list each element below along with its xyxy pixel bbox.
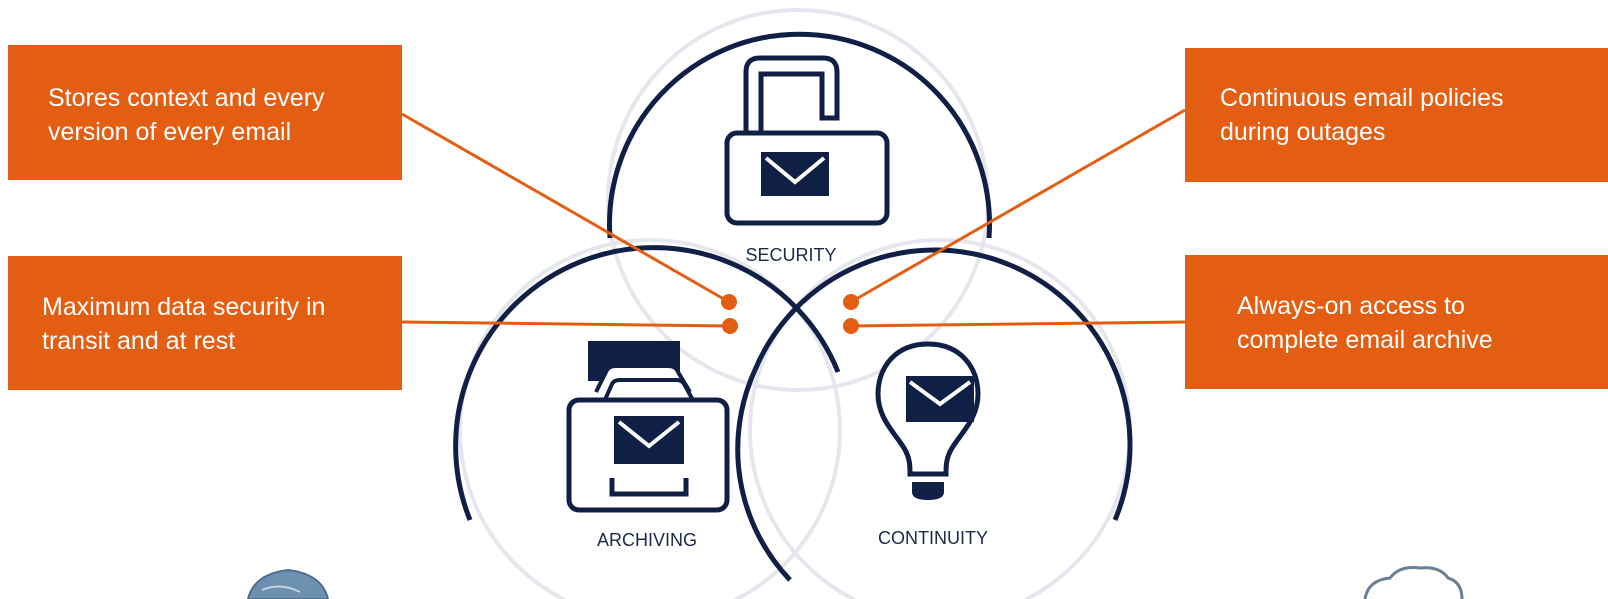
connector-dot bbox=[843, 318, 859, 334]
callout-text: Always-on access to complete email archi… bbox=[1237, 292, 1493, 354]
security-circle: SECURITY bbox=[607, 31, 992, 265]
cloud-icon bbox=[1363, 566, 1464, 599]
archiving-label: ARCHIVING bbox=[597, 530, 697, 550]
callout-text: Stores context and every version of ever… bbox=[48, 84, 325, 146]
callout-continuous-policies: Continuous email policies during outages bbox=[1185, 48, 1608, 182]
connector-dots bbox=[721, 294, 859, 334]
connector-lines bbox=[401, 108, 1186, 328]
callout-always-on-access: Always-on access to complete email archi… bbox=[1185, 255, 1608, 389]
globe-icon bbox=[246, 568, 330, 599]
callout-text: Maximum data security in transit and at … bbox=[42, 293, 326, 355]
connector-dot bbox=[843, 294, 859, 310]
callout-data-security: Maximum data security in transit and at … bbox=[8, 256, 402, 390]
continuity-circle: CONTINUITY bbox=[735, 247, 1133, 582]
security-label: SECURITY bbox=[745, 245, 836, 265]
archiving-circle: ARCHIVING bbox=[453, 245, 841, 550]
connector-dot bbox=[721, 294, 737, 310]
lightbulb-email-icon bbox=[875, 341, 981, 500]
callout-archive-context: Stores context and every version of ever… bbox=[8, 45, 402, 180]
callout-text: Continuous email policies during outages bbox=[1220, 84, 1504, 146]
archive-tray-email-icon bbox=[566, 341, 730, 513]
continuity-label: CONTINUITY bbox=[878, 528, 988, 548]
connector-dot bbox=[722, 318, 738, 334]
padlock-email-icon bbox=[724, 55, 890, 226]
